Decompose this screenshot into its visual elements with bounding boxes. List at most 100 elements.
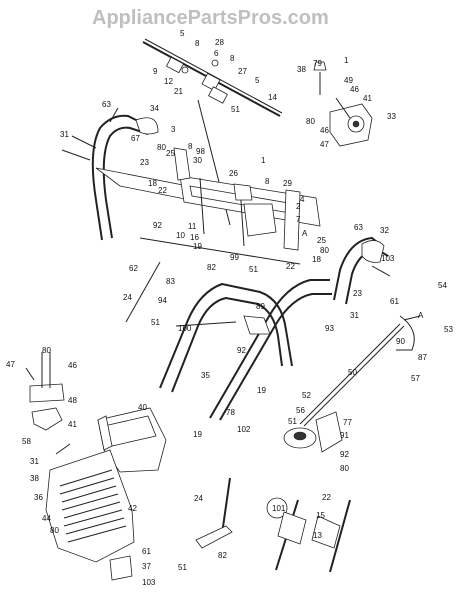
part-label: A: [302, 229, 308, 238]
part-label: 36: [34, 493, 43, 502]
part-label: 49: [344, 76, 353, 85]
part-label: 101: [272, 504, 286, 513]
part-label: 27: [238, 67, 247, 76]
main-frame: [95, 147, 321, 251]
part-label: 80: [157, 143, 166, 152]
part-label: 38: [30, 474, 39, 483]
part-label: 24: [123, 293, 132, 302]
part-label: 48: [68, 396, 77, 405]
part-label: 26: [229, 169, 238, 178]
part-label: 92: [237, 346, 246, 355]
part-label: 103: [142, 578, 156, 587]
part-labels: 5 8 28 9 6 12 8 27 21 5 14 51 38 79 1 49…: [6, 29, 453, 587]
part-label: 92: [340, 450, 349, 459]
part-label: 80: [340, 464, 349, 473]
part-label: 35: [201, 371, 210, 380]
part-label: 7: [296, 215, 301, 224]
part-label: 22: [286, 262, 295, 271]
part-label: 13: [313, 531, 322, 540]
part-label: 80: [306, 117, 315, 126]
part-label: 34: [150, 104, 159, 113]
part-label: 53: [444, 325, 453, 334]
part-label: 4: [300, 195, 305, 204]
part-label: 87: [418, 353, 427, 362]
part-label: 79: [313, 59, 322, 68]
part-label: 54: [438, 281, 447, 290]
part-label: 61: [390, 297, 399, 306]
part-label: 40: [138, 403, 147, 412]
part-label: 62: [129, 264, 138, 273]
part-label: 22: [322, 493, 331, 502]
part-label: 100: [178, 324, 192, 333]
part-label: 23: [140, 158, 149, 167]
part-label: 57: [411, 374, 420, 383]
part-label: 10: [176, 231, 185, 240]
part-label: 47: [320, 140, 329, 149]
part-label: 31: [60, 130, 69, 139]
right-wheel-bracket: [283, 411, 343, 453]
part-label: 1: [261, 156, 266, 165]
part-label: 19: [257, 386, 266, 395]
part-label: 18: [148, 179, 157, 188]
top-right-bracket: [313, 61, 373, 147]
part-label: 92: [153, 221, 162, 230]
part-label: A: [418, 311, 424, 320]
part-label: 29: [283, 179, 292, 188]
part-label: 18: [312, 255, 321, 264]
part-label: 12: [164, 77, 173, 86]
part-label: 52: [302, 391, 311, 400]
part-label: 21: [174, 87, 183, 96]
left-drive-assembly: [29, 352, 65, 431]
part-label: 63: [354, 223, 363, 232]
part-label: 3: [171, 125, 176, 134]
part-label: 77: [343, 418, 352, 427]
part-label: 51: [231, 105, 240, 114]
part-label: 63: [102, 100, 111, 109]
part-label: 82: [207, 263, 216, 272]
part-label: 47: [6, 360, 15, 369]
left-upper-handle: [91, 114, 159, 241]
part-label: 2: [296, 202, 301, 211]
part-label: 19: [193, 242, 202, 251]
part-label: 15: [316, 511, 325, 520]
part-label: 31: [30, 457, 39, 466]
part-label: 38: [297, 65, 306, 74]
part-label: 80: [42, 346, 51, 355]
part-label: 28: [215, 38, 224, 47]
part-label: 11: [188, 222, 197, 231]
part-label: 41: [363, 94, 372, 103]
part-label: 80: [50, 526, 59, 535]
part-label: 5: [255, 76, 260, 85]
part-label: 83: [166, 277, 175, 286]
part-label: 98: [196, 147, 205, 156]
part-label: 78: [226, 408, 235, 417]
part-label: 44: [42, 514, 51, 523]
part-label: 93: [325, 324, 334, 333]
part-label: 46: [68, 361, 77, 370]
part-label: 33: [387, 112, 396, 121]
part-label: 5: [180, 29, 185, 38]
part-label: 25: [166, 149, 175, 158]
part-label: 30: [193, 156, 202, 165]
part-label: 24: [194, 494, 203, 503]
part-label: 32: [380, 226, 389, 235]
part-label: 8: [230, 54, 235, 63]
part-label: 37: [142, 562, 151, 571]
part-label: 58: [22, 437, 31, 446]
part-label: 61: [142, 547, 151, 556]
part-label: 51: [178, 563, 187, 572]
part-label: 9: [153, 67, 158, 76]
part-label: 19: [193, 430, 202, 439]
part-label: 51: [288, 417, 297, 426]
part-label: 22: [158, 186, 167, 195]
part-label: 25: [317, 236, 326, 245]
part-label: 102: [237, 425, 251, 434]
part-label: 80: [320, 246, 329, 255]
part-label: 8: [195, 39, 200, 48]
right-upper-handle: [333, 236, 389, 305]
part-label: 42: [128, 504, 137, 513]
part-label: 99: [230, 253, 239, 262]
part-label: 46: [320, 126, 329, 135]
part-label: 89: [256, 302, 265, 311]
